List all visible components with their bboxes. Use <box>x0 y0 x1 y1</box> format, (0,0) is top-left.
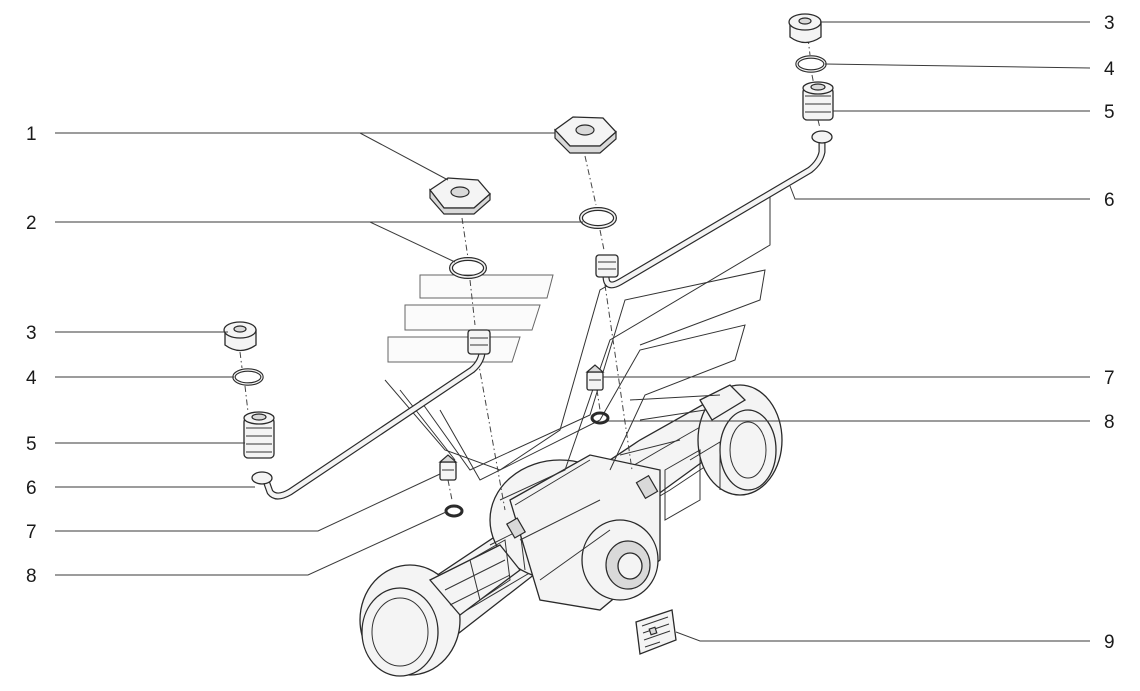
callout-8: 8 <box>1104 412 1115 433</box>
hex-nut-icon <box>429 177 491 215</box>
washer-icon <box>444 504 464 518</box>
nameplate-icon <box>635 609 677 655</box>
o-ring-icon <box>579 207 617 229</box>
axle-housing <box>359 384 783 677</box>
assembly-axes <box>239 37 821 511</box>
callout-4: 4 <box>1104 59 1115 80</box>
breather-tube-icon <box>595 130 833 289</box>
breather-tube-icon <box>251 329 491 500</box>
callout-3: 3 <box>26 323 37 344</box>
callout-4: 4 <box>26 368 37 389</box>
breather-valve-icon <box>585 364 605 391</box>
threaded-fitting-icon <box>802 81 834 121</box>
leader-lines <box>55 21 1091 642</box>
callouts-left: 1 2 3 4 5 6 7 8 <box>26 124 37 587</box>
callouts-right: 3 4 5 6 7 8 9 <box>1104 13 1115 653</box>
callout-6: 6 <box>1104 190 1115 211</box>
callout-9: 9 <box>1104 632 1115 653</box>
threaded-fitting-icon <box>243 411 275 459</box>
seal-ring-icon <box>795 55 827 73</box>
washer-icon <box>590 411 610 425</box>
callout-3: 3 <box>1104 13 1115 34</box>
plug-cap-icon <box>223 321 257 352</box>
callout-6: 6 <box>26 478 37 499</box>
guide-panels <box>384 194 771 501</box>
callout-7: 7 <box>26 522 37 543</box>
callout-2: 2 <box>26 213 37 234</box>
o-ring-icon <box>449 257 487 279</box>
plug-cap-icon <box>788 13 822 44</box>
seal-ring-icon <box>232 368 264 386</box>
callout-5: 5 <box>26 434 37 455</box>
callout-7: 7 <box>1104 368 1115 389</box>
callout-5: 5 <box>1104 102 1115 123</box>
callout-1: 1 <box>26 124 37 145</box>
callout-8: 8 <box>26 566 37 587</box>
breather-valve-icon <box>438 454 458 481</box>
hex-nut-icon <box>554 116 617 154</box>
